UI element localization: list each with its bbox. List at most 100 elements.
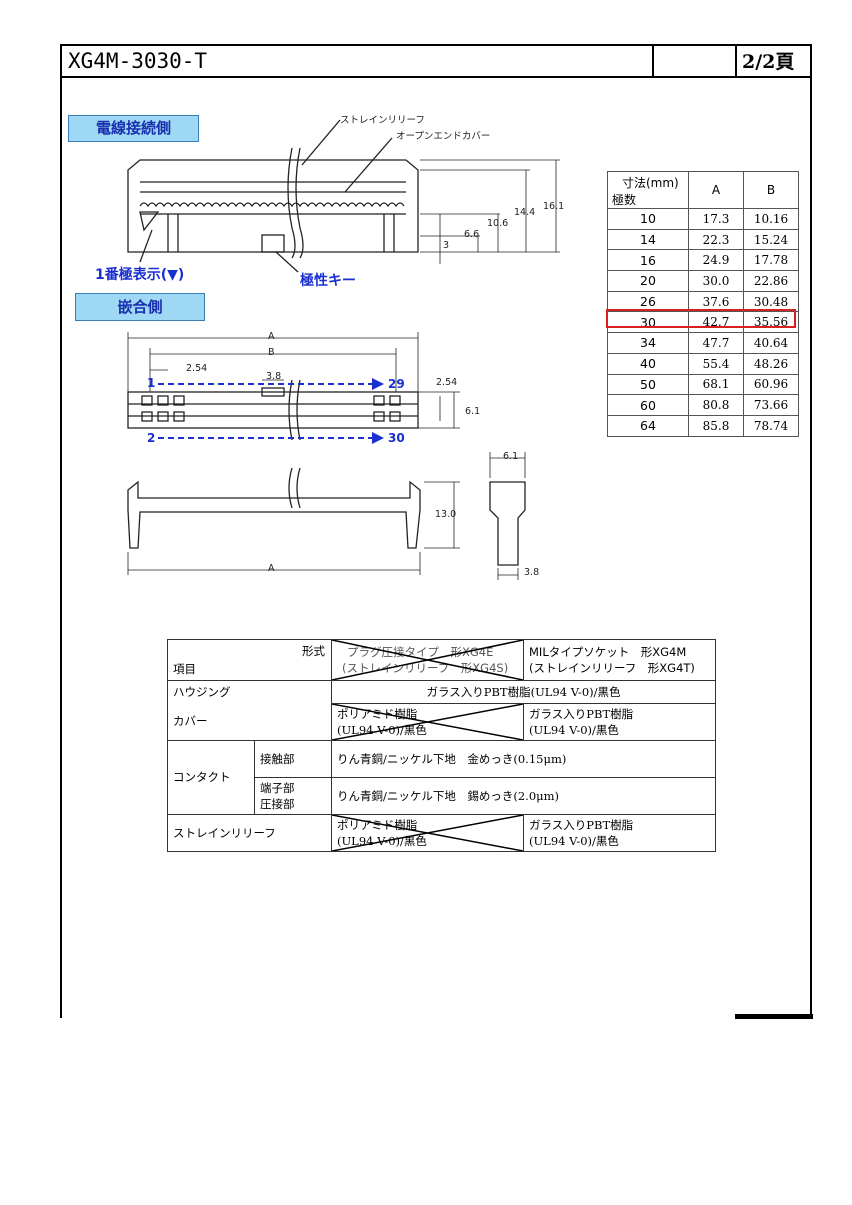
mat-contact-part-value: りん青銅/ニッケル下地 金めっき(0.15μm) xyxy=(331,739,716,778)
a-cell: 24.9 xyxy=(688,249,744,272)
polarity-key-label: 極性キー xyxy=(300,273,356,289)
dim-6-6: 6.6 xyxy=(464,229,480,240)
b-cell: 78.74 xyxy=(743,414,799,437)
strike-x xyxy=(332,815,523,851)
mat-col-mil: MILタイプソケット 形XG4M (ストレインリリーフ 形XG4T) xyxy=(523,639,716,681)
strain-mil-line2: (UL94 V-0)/黒色 xyxy=(529,833,619,848)
pin1-mark-label: 1番極表示(▼) xyxy=(95,267,185,283)
header-dim-poles: 寸法(mm) 極数 xyxy=(607,171,689,209)
side-view-outline xyxy=(127,480,421,549)
pole-cell: 10 xyxy=(607,208,689,230)
wire-side-label: 電線接続側 xyxy=(68,115,199,142)
plug-header-line1: プラグ圧接タイプ 形XG4E xyxy=(347,645,494,659)
a-cell: 17.3 xyxy=(688,208,744,230)
strain-mil-line1: ガラス入りPBT樹脂 xyxy=(529,817,634,832)
dim-3-8-end: 3.8 xyxy=(524,567,540,578)
mat-terminal-part: 端子部 圧接部 xyxy=(254,776,332,815)
pole-cell: 14 xyxy=(607,228,689,251)
pole-cell: 34 xyxy=(607,332,689,354)
dim-B: B xyxy=(268,347,275,358)
pin-29-label: 29 xyxy=(388,377,405,391)
mat-cover-label: カバー xyxy=(167,703,332,741)
mating-side-label: 嵌合側 xyxy=(75,293,205,321)
pole-cell: 20 xyxy=(607,270,689,292)
mat-housing-row: ハウジング ガラス入りPBT樹脂(UL94 V-0)/黒色 xyxy=(167,680,716,704)
mat-hdr-item: 項目 xyxy=(173,662,196,676)
pole-cell: 50 xyxy=(607,373,689,396)
strike-x xyxy=(332,704,523,740)
strain-relief-callout: ストレインリリーフ xyxy=(340,115,425,126)
terminal-line1: 端子部 xyxy=(260,780,295,795)
wire-wave xyxy=(139,202,405,208)
b-cell: 40.64 xyxy=(743,332,799,354)
b-cell: 15.24 xyxy=(743,228,799,251)
header-divider-2 xyxy=(735,44,737,78)
mat-header-row: 形式 項目 プラグ圧接タイプ 形XG4E (ストレインリリーフ 形XG4S) M… xyxy=(167,639,716,681)
mat-housing-value: ガラス入りPBT樹脂(UL94 V-0)/黒色 xyxy=(331,680,716,704)
dim-pitch-2-54: 2.54 xyxy=(186,363,208,374)
pole-cell: 40 xyxy=(607,352,689,375)
mat-cover-row: カバー ポリアミド樹脂 (UL94 V-0)/黒色 ガラス入りPBT樹脂 (UL… xyxy=(167,702,716,741)
b-cell: 60.96 xyxy=(743,373,799,396)
header-a: A xyxy=(688,171,744,209)
dim-6-1-side: 6.1 xyxy=(465,406,481,417)
a-cell: 37.6 xyxy=(688,290,744,313)
terminal-line2: 圧接部 xyxy=(260,796,295,811)
mat-strain-mil: ガラス入りPBT樹脂 (UL94 V-0)/黒色 xyxy=(523,813,716,852)
strain-plug-line1: ポリアミド樹脂 xyxy=(337,817,418,832)
header-dim-label: 寸法(mm) xyxy=(622,176,679,190)
dim-14-4: 14.4 xyxy=(514,207,536,218)
header-poles-label: 極数 xyxy=(612,193,637,207)
end-view-outline xyxy=(489,481,526,566)
pole-cell: 60 xyxy=(607,394,689,416)
mat-contact-row-2: 端子部 圧接部 りん青銅/ニッケル下地 錫めっき(2.0μm) xyxy=(168,776,716,815)
pin-1-label: 1 xyxy=(147,376,156,390)
cover-mil-line1: ガラス入りPBT樹脂 xyxy=(529,706,634,721)
b-cell: 73.66 xyxy=(743,394,799,416)
mating-view-outline xyxy=(127,391,419,429)
cover-plug-line1: ポリアミド樹脂 xyxy=(337,706,418,721)
mat-strain-label: ストレインリリーフ xyxy=(167,813,332,852)
mat-contact-label: コンタクト xyxy=(167,739,255,815)
mat-strain-plug: ポリアミド樹脂 (UL94 V-0)/黒色 xyxy=(331,813,524,852)
a-cell: 80.8 xyxy=(688,394,744,416)
material-table: 形式 項目 プラグ圧接タイプ 形XG4E (ストレインリリーフ 形XG4S) M… xyxy=(167,639,716,852)
dim-2-54-side: 2.54 xyxy=(436,377,458,388)
page-frame-bottom-bar xyxy=(735,1014,813,1019)
page-number: 2/2頁 xyxy=(742,51,795,73)
mat-contact-part: 接触部 xyxy=(254,739,332,778)
strike-x xyxy=(332,640,523,680)
b-cell: 22.86 xyxy=(743,270,799,292)
cover-mil-line2: (UL94 V-0)/黒色 xyxy=(529,722,619,737)
dim-13-0: 13.0 xyxy=(435,509,457,520)
dim-3-8-top: 3.8 xyxy=(266,371,282,382)
mat-cover-plug: ポリアミド樹脂 (UL94 V-0)/黒色 xyxy=(331,702,524,741)
b-cell: 10.16 xyxy=(743,208,799,230)
doc-title: XG4M-3030-T xyxy=(68,49,208,73)
b-cell: 35.56 xyxy=(743,311,799,334)
dim-A-bottom: A xyxy=(268,563,275,574)
mat-strain-row: ストレインリリーフ ポリアミド樹脂 (UL94 V-0)/黒色 ガラス入りPBT… xyxy=(167,813,716,852)
a-cell: 42.7 xyxy=(688,311,744,334)
mat-header-item: 形式 項目 xyxy=(167,639,332,681)
top-view-outline xyxy=(127,159,419,253)
pin-30-label: 30 xyxy=(388,431,405,445)
page-frame-left xyxy=(60,44,62,1018)
b-cell: 17.78 xyxy=(743,249,799,272)
a-cell: 85.8 xyxy=(688,414,744,437)
a-cell: 47.7 xyxy=(688,332,744,354)
dim-3: 3 xyxy=(443,240,450,251)
a-cell: 55.4 xyxy=(688,352,744,375)
mil-header-line2: (ストレインリリーフ 形XG4T) xyxy=(529,661,695,675)
b-cell: 30.48 xyxy=(743,290,799,313)
dim-6-1-end: 6.1 xyxy=(503,451,519,462)
